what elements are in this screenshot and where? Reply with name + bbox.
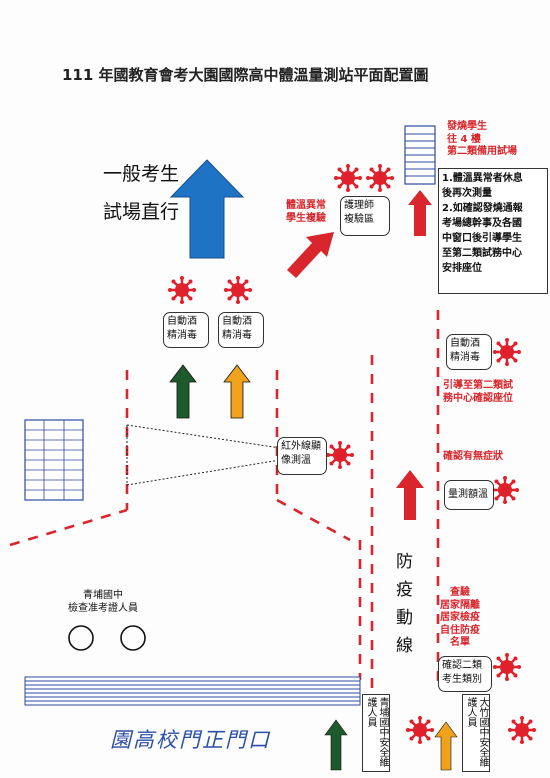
virus-icon: [404, 714, 436, 746]
forehead-temp-box: 量測額溫: [444, 480, 494, 510]
virus-icon: [222, 274, 254, 306]
fever-note: 發燒學生 往 4 樓 第二類備用試場: [447, 121, 517, 157]
orange-arrow-up: [223, 364, 251, 419]
alcohol-station-left: 自動酒 精消毒: [163, 312, 209, 348]
general-exam-label: 一般考生: [103, 163, 180, 185]
green-arrow-up: [169, 364, 197, 419]
confirm-category-box: 確認二類 考生類別: [438, 656, 492, 692]
virus-icon: [364, 162, 396, 194]
abnormal-temp-label: 體溫異常 學生複驗: [286, 200, 326, 224]
infrared-beam: [126, 424, 281, 486]
qingpu-label: 青埔國中 檢查准考證人員: [68, 590, 138, 614]
guide-second-label: 引導至第二類試 務中心確認座位: [443, 380, 513, 404]
green-arrow-up-gate: [324, 719, 348, 771]
alcohol-station-right: 自動酒 精消毒: [446, 334, 492, 370]
virus-icon: [491, 651, 523, 683]
virus-icon: [324, 439, 356, 471]
exam-direct-label: 試場直行: [103, 201, 180, 223]
security-dazhu-label: 大竹國中安全維護人員: [462, 694, 490, 772]
infrared-station-box: 紅外線顯 像測溫: [277, 437, 327, 475]
dashed-route-lines: [9, 310, 440, 690]
red-arrow-up-building: [408, 190, 432, 236]
nurse-station-box: 護理師 複驗區: [340, 196, 390, 236]
checkpoint-circle: [120, 625, 146, 651]
security-qingpu-label: 青埔國中安全維護人員: [362, 694, 390, 772]
quarantine-check-label: 查驗 居家隔離 居家檢疫 自住防疫 名單: [440, 587, 480, 648]
virus-icon: [506, 714, 538, 746]
check-symptoms-label: 確認有無症狀: [443, 451, 503, 462]
page-title: 111 年國教育會考大園國際高中體溫量測站平面配置圖: [62, 66, 429, 84]
main-gate-label: 園高校門正門口: [110, 728, 271, 752]
red-arrow-up-route: [396, 470, 424, 520]
gate-stripes: [24, 676, 361, 706]
building-icon: [404, 125, 436, 185]
virus-icon: [491, 336, 523, 368]
orange-arrow-up-gate: [434, 721, 458, 771]
checkpoint-circle: [68, 625, 94, 651]
alcohol-station-mid: 自動酒 精消毒: [218, 312, 264, 348]
virus-icon: [489, 474, 521, 506]
virus-icon: [166, 274, 198, 306]
left-building-grid: [24, 419, 84, 501]
epidemic-route-label: 防 疫 動 線: [396, 552, 413, 657]
instruction-box: 1.體溫異常者休息 後再次測量 2.如確認發燒通報 考場總幹事及各國 中窗口後引…: [438, 168, 548, 294]
red-arrow-diagonal: [287, 232, 334, 278]
blue-arrow-up: [169, 159, 245, 259]
virus-icon: [332, 162, 364, 194]
